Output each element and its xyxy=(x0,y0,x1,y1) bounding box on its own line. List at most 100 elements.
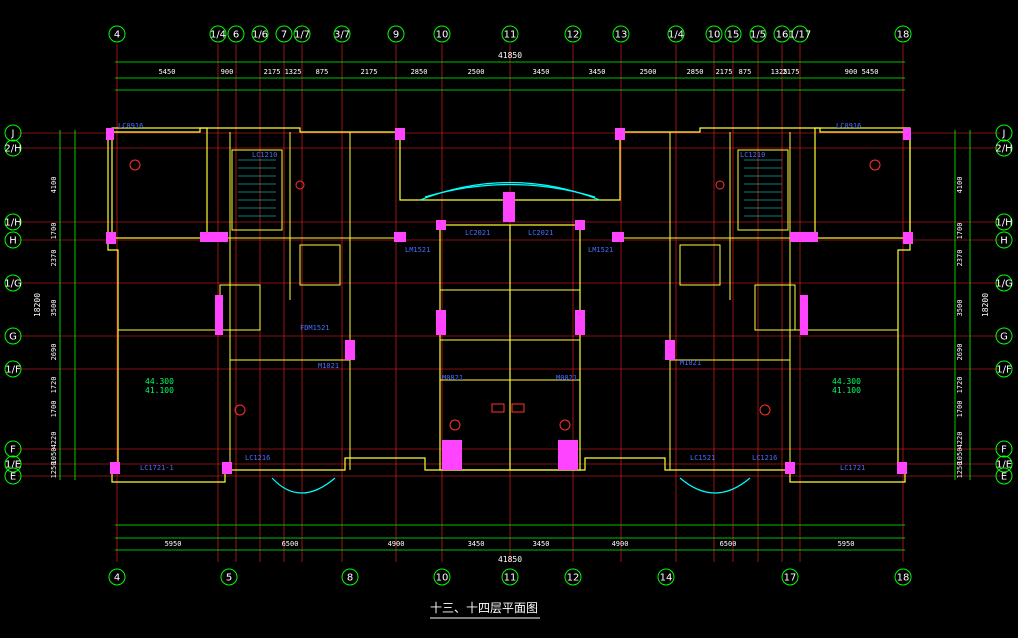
axis-bubble-circle xyxy=(667,25,685,43)
label-m0821-a: M0821 xyxy=(442,374,463,382)
dimension-text-bottom: 6500 xyxy=(282,540,299,548)
total-width-top: 41850 xyxy=(498,51,522,60)
axis-bubble-circle xyxy=(564,25,582,43)
axis-bubble-circle xyxy=(251,25,269,43)
total-width-bottom: 41850 xyxy=(498,555,522,564)
axis-bubble-circle xyxy=(995,467,1013,485)
axis-bubble-left: 1/G xyxy=(4,274,22,292)
axis-bubble-label: 18 xyxy=(897,573,910,584)
axis-bubble-label: 12 xyxy=(567,30,580,41)
dimension-text-top: 1325 xyxy=(771,68,788,76)
axis-bubble-circle xyxy=(341,568,359,586)
axis-bubble-label: 1/4 xyxy=(668,30,684,41)
dimension-text-top: 5450 xyxy=(159,68,176,76)
axis-bubble-circle xyxy=(894,25,912,43)
axis-bubble-label: 10 xyxy=(436,30,449,41)
axis-bubble-circle xyxy=(220,568,238,586)
axis-bubble-bottom: 8 xyxy=(341,568,359,586)
dimension-text-top: 2175 xyxy=(716,68,733,76)
axis-bubble-label: 2/H xyxy=(995,144,1012,155)
dimension-text-right: 1720 xyxy=(956,377,964,394)
axis-bubble-right: F xyxy=(995,440,1013,458)
dimension-text-bottom: 3450 xyxy=(468,540,485,548)
label-m1021-b: M1021 xyxy=(680,359,701,367)
label-lc1721-b: LC1721 xyxy=(840,464,865,472)
axis-bubble-circle xyxy=(995,440,1013,458)
dimension-text-left: 1050 xyxy=(50,448,58,465)
axis-bubble-label: 4 xyxy=(114,573,120,584)
axis-bubble-label: 1/G xyxy=(4,279,21,290)
axis-bubble-label: 1/7 xyxy=(294,30,310,41)
axis-bubble-label: 5 xyxy=(226,573,232,584)
dimension-text-right: 4100 xyxy=(956,177,964,194)
axis-bubble-circle xyxy=(791,25,809,43)
axis-bubble-circle xyxy=(433,25,451,43)
axis-bubble-circle xyxy=(433,568,451,586)
axis-bubble-circle xyxy=(4,360,22,378)
axis-bubble-top: 10 xyxy=(705,25,723,43)
axis-bubble-top: 10 xyxy=(433,25,451,43)
axis-bubble-left: H xyxy=(4,231,22,249)
interior-walls xyxy=(118,132,898,470)
label-lm1521-a: LM1521 xyxy=(405,246,430,254)
dimension-text-right: 2690 xyxy=(956,344,964,361)
axis-bubble-circle xyxy=(209,25,227,43)
label-lc0916-a: LC0916 xyxy=(118,122,143,130)
label-lc0916-b: LC0916 xyxy=(836,122,861,130)
axis-bubble-label: H xyxy=(1000,236,1008,247)
axis-bubble-circle xyxy=(4,327,22,345)
axis-bubble-circle xyxy=(995,274,1013,292)
axis-bubble-top: 1/4 xyxy=(209,25,227,43)
dimension-text-top: 2500 xyxy=(640,68,657,76)
axis-bubble-top: 13 xyxy=(612,25,630,43)
plumbing-fixtures xyxy=(129,159,881,431)
label-lc1216-b: LC1216 xyxy=(752,454,777,462)
axis-bubble-top: 15 xyxy=(724,25,742,43)
axis-bubble-label: E xyxy=(1001,472,1007,483)
dimension-text-top: 2850 xyxy=(687,68,704,76)
axis-bubble-right: E xyxy=(995,467,1013,485)
axis-bubble-top: 7 xyxy=(275,25,293,43)
axis-bubble-circle xyxy=(995,231,1013,249)
axis-bubble-circle xyxy=(995,213,1013,231)
dimension-text-bottom: 3450 xyxy=(533,540,550,548)
label-lc2021-a: LC2021 xyxy=(465,229,490,237)
dimension-text-left: 1700 xyxy=(50,223,58,240)
axis-bubble-top: 1/4 xyxy=(667,25,685,43)
axis-bubble-circle xyxy=(657,568,675,586)
label-lc2021-b: LC2021 xyxy=(528,229,553,237)
axis-bubble-label: 8 xyxy=(347,573,353,584)
label-lc1210-a: LC1210 xyxy=(252,151,277,159)
axis-bubble-label: J xyxy=(11,129,15,140)
axis-bubble-circle xyxy=(108,568,126,586)
axis-bubble-label: 2/H xyxy=(4,144,21,155)
axis-bubble-circle xyxy=(995,455,1013,473)
elevation-left-2: 41.100 xyxy=(145,386,174,395)
axis-bubble-bottom: 17 xyxy=(781,568,799,586)
axis-bubble-right: 1/E xyxy=(995,455,1013,473)
dimension-text-top: 2175 xyxy=(361,68,378,76)
axis-bubble-right: 2/H xyxy=(995,139,1013,157)
axis-bubble-label: 1/G xyxy=(995,279,1012,290)
dimension-text-left: 1700 xyxy=(50,401,58,418)
label-lc1521: LC1521 xyxy=(690,454,715,462)
axis-bubble-label: 1/F xyxy=(5,365,21,376)
label-m0821-b: M0821 xyxy=(556,374,577,382)
axis-bubble-top: 12 xyxy=(564,25,582,43)
dimension-text-top: 2500 xyxy=(468,68,485,76)
axis-bubble-circle xyxy=(501,25,519,43)
axis-bubble-label: 10 xyxy=(708,30,721,41)
axis-bubble-bottom: 11 xyxy=(501,568,519,586)
dimension-text-right: 2370 xyxy=(956,250,964,267)
total-depth-left: 18200 xyxy=(33,293,42,317)
dimension-text-top: 900 xyxy=(221,68,234,76)
total-depth-right: 18200 xyxy=(981,293,990,317)
elevation-right-1: 44.300 xyxy=(832,377,861,386)
axis-bubble-right: 1/H xyxy=(995,213,1013,231)
axis-bubbles-right: J2/H1/HH1/GG1/FF1/EE xyxy=(995,124,1013,485)
